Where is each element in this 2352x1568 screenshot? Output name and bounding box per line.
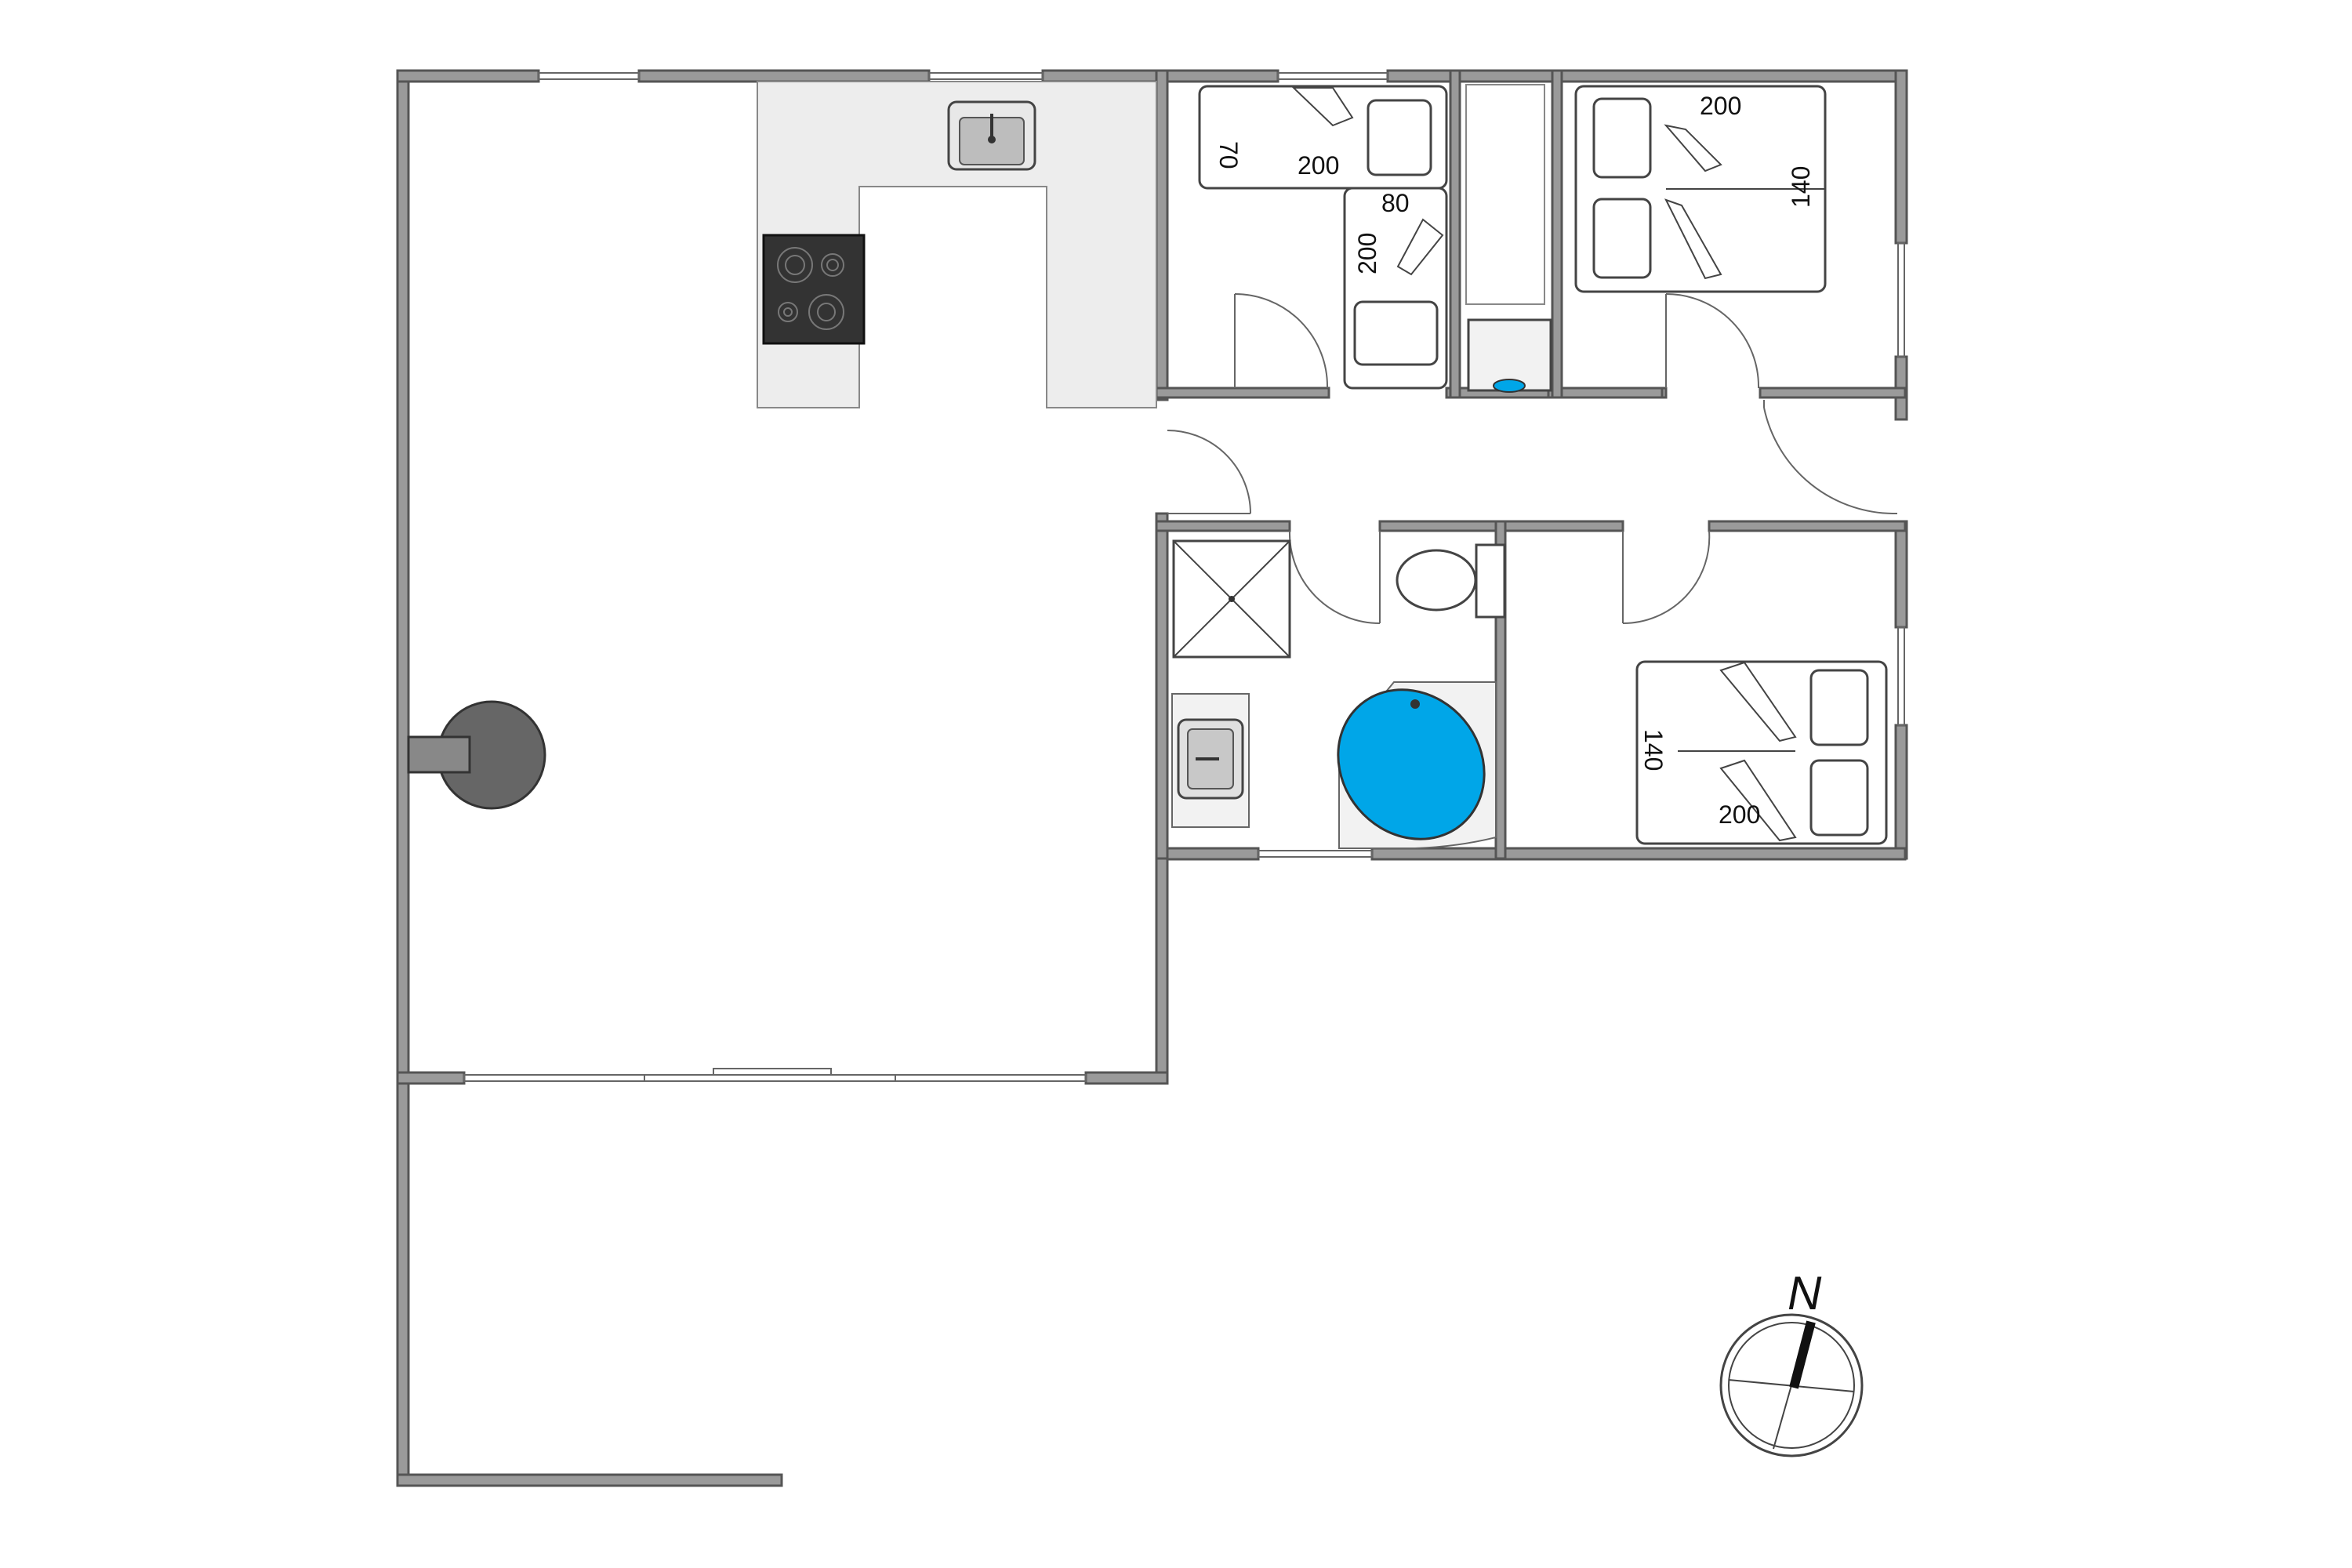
bed-double-se-length: 200 — [1719, 800, 1760, 829]
bed-double-se-width: 140 — [1639, 729, 1668, 771]
compass-north-label: N — [1788, 1267, 1822, 1319]
stove — [762, 234, 866, 345]
shower — [1172, 539, 1291, 659]
compass-north-arrow: N — [1719, 1267, 1864, 1457]
bed-single-b-width: 80 — [1381, 189, 1410, 217]
kitchen-sink — [947, 100, 1036, 171]
bed-double-ne-width: 140 — [1787, 166, 1815, 208]
toilet — [1396, 543, 1506, 619]
bed-double-ne: 200 140 — [1574, 85, 1827, 293]
bed-single-a-width: 70 — [1214, 141, 1243, 169]
windows — [463, 72, 1905, 1082]
bed-single-a: 70 200 — [1198, 85, 1448, 190]
bathtub — [1337, 681, 1497, 849]
bed-single-a-length: 200 — [1298, 151, 1339, 180]
closet — [1465, 84, 1545, 305]
bed-single-b: 80 200 — [1343, 187, 1448, 390]
bed-double-se: 140 200 — [1635, 660, 1888, 845]
fireplace-stove — [407, 700, 546, 810]
washing-machine — [1467, 318, 1552, 393]
bathroom-sink — [1171, 693, 1250, 828]
bed-double-ne-length: 200 — [1700, 92, 1741, 120]
doors — [1167, 293, 1898, 625]
bed-single-b-length: 200 — [1353, 233, 1381, 274]
